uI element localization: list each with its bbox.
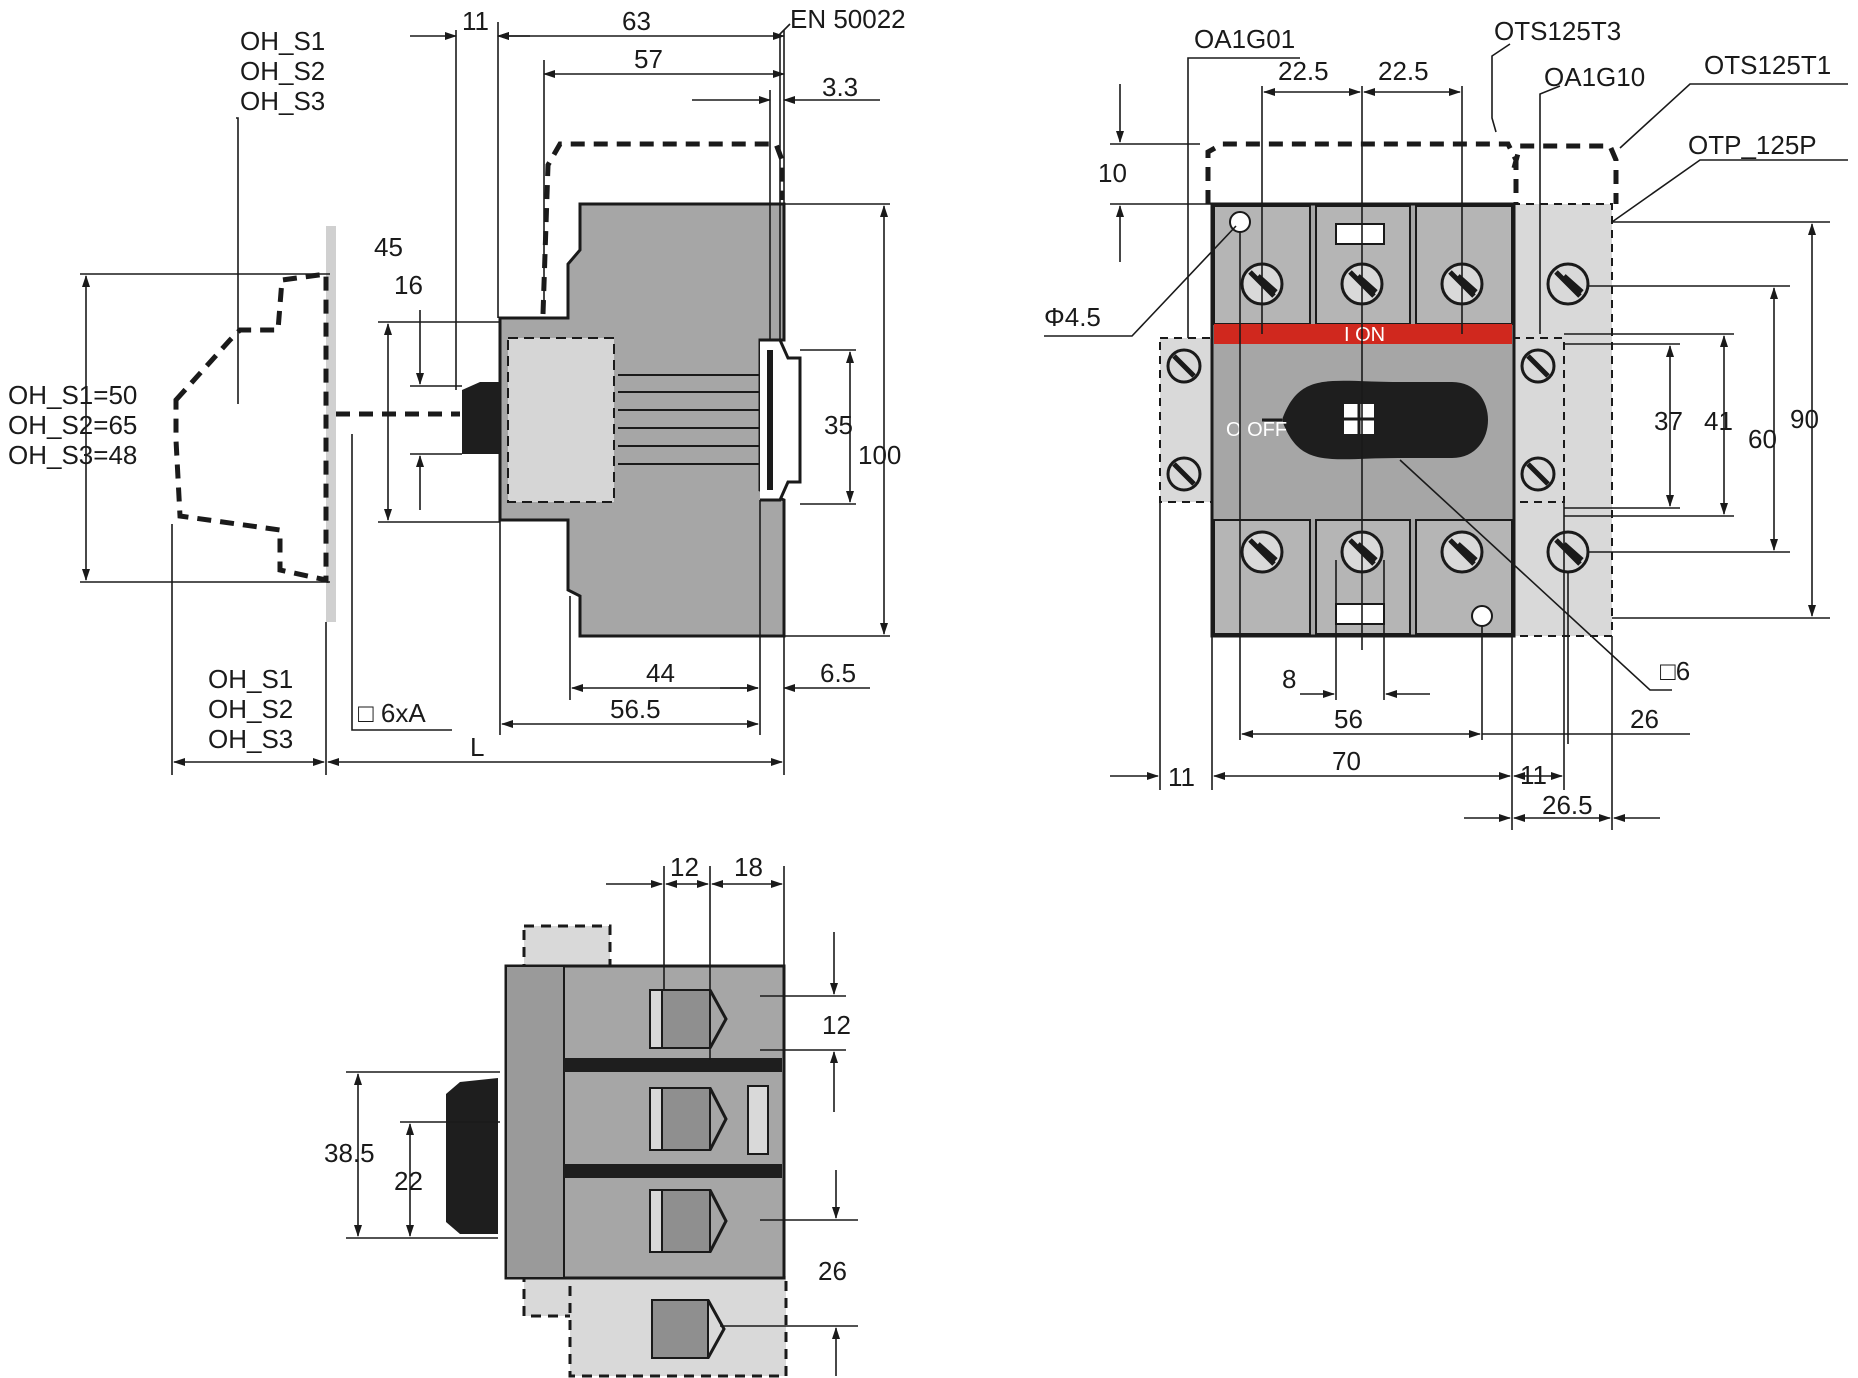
screw-icon — [1520, 456, 1556, 492]
dim-18-text: 18 — [734, 852, 763, 882]
on-label: I ON — [1344, 324, 1385, 346]
operating-mechanism-box — [507, 337, 615, 503]
hole-diameter-label: Φ4.5 — [1044, 302, 1101, 332]
dim-10-text: 10 — [1098, 158, 1127, 188]
hole-leader — [1044, 225, 1237, 337]
bottom-view: 12 18 12 38.5 22 26 — [324, 852, 858, 1378]
dim-8-text: 8 — [1282, 664, 1296, 694]
top-accessory-dashed — [522, 924, 612, 968]
handle-height-s2: OH_S2=65 — [8, 410, 137, 440]
shaft-stub — [462, 382, 500, 454]
body-front-face — [505, 965, 565, 1279]
dim-56-text: 56 — [1334, 704, 1363, 734]
side-view: OH_S1 OH_S2 OH_S3 OH_S1=50 OH_S2=65 OH_S… — [8, 4, 906, 775]
phase-barrier — [564, 1164, 782, 1178]
dim-37-text: 37 — [1654, 406, 1683, 436]
dim-22.5a-text: 22.5 — [1278, 56, 1329, 86]
shaft-size-label: □ 6xA — [358, 698, 426, 728]
lower-accessory-dashed — [522, 1274, 574, 1318]
oh-s3-top: OH_S3 — [240, 86, 325, 116]
screw-icon — [1546, 262, 1590, 306]
oa1g10-leader — [1539, 85, 1561, 334]
length-label: L — [470, 732, 484, 762]
oa1g01-leader — [1187, 57, 1300, 338]
oa1g01-label: OA1G01 — [1194, 24, 1295, 54]
screw-icon — [1166, 456, 1202, 492]
ots125t1-outline — [1511, 143, 1619, 204]
dim-22-text: 22 — [394, 1166, 423, 1196]
oh-s1-top: OH_S1 — [240, 26, 325, 56]
ots125t3-leader — [1491, 43, 1511, 133]
dim-12b-text: 12 — [822, 1010, 851, 1040]
dim-3.3-text: 3.3 — [822, 72, 858, 102]
screw-icon — [1520, 348, 1556, 384]
oh-s1-bottom: OH_S1 — [208, 664, 293, 694]
mounting-hole-icon — [1471, 605, 1493, 627]
terminal-clamps — [649, 989, 769, 1359]
operating-handle — [1282, 380, 1488, 460]
dim-12a-text: 12 — [670, 852, 699, 882]
body-ribs — [618, 374, 760, 465]
en-leader — [779, 23, 791, 340]
handle-height-s1: OH_S1=50 — [8, 380, 137, 410]
dim-11b-text: 11 — [1520, 760, 1547, 790]
dim-11a-text: 11 — [1168, 762, 1195, 792]
dim-44-text: 44 — [646, 658, 675, 688]
on-indicator-bar — [1214, 324, 1512, 344]
screw-icon — [1166, 348, 1202, 384]
dim-26-text: 26 — [818, 1256, 847, 1286]
dim-70-text: 70 — [1332, 746, 1361, 776]
dim-6.5-text: 6.5 — [820, 658, 856, 688]
screw-icon — [1240, 530, 1284, 574]
dim-38.5-text: 38.5 — [324, 1138, 375, 1168]
dim-11-text: 11 — [462, 6, 489, 36]
mounting-plate — [326, 226, 336, 622]
screw-icon — [1440, 530, 1484, 574]
dim-41-text: 41 — [1704, 406, 1733, 436]
off-label: O OFF — [1226, 419, 1287, 441]
otp125p-leader — [1611, 159, 1848, 223]
rotary-knob — [446, 1078, 498, 1234]
din-standard-label: EN 50022 — [790, 4, 906, 34]
ots125t3-label: OTS125T3 — [1494, 16, 1621, 46]
top-accessory-outline — [540, 141, 785, 315]
square-size-label: □6 — [1660, 656, 1690, 686]
oa1g10-label: OA1G10 — [1544, 62, 1645, 92]
dim-16-text: 16 — [394, 270, 423, 300]
phase-barrier — [564, 1058, 782, 1072]
dim-57-text: 57 — [634, 44, 663, 74]
din-clip — [760, 338, 802, 502]
shaft-leader — [351, 434, 452, 731]
dim-35-text: 35 — [824, 410, 853, 440]
dim-100-text: 100 — [858, 440, 901, 470]
ots125t1-leader — [1619, 83, 1848, 149]
dim-26.5-text: 26.5 — [1542, 790, 1593, 820]
mechanism-leader — [236, 117, 239, 404]
oh-s2-bottom: OH_S2 — [208, 694, 293, 724]
otp125p-label: OTP_125P — [1688, 130, 1817, 160]
dim-63-text: 63 — [622, 6, 651, 36]
square-leader — [1399, 459, 1672, 691]
handle-height-s3: OH_S3=48 — [8, 440, 137, 470]
front-view: I ON O OFF — [1044, 16, 1848, 830]
screw-icon — [1546, 530, 1590, 574]
dim-90-text: 90 — [1790, 404, 1819, 434]
dim-45-text: 45 — [374, 232, 403, 262]
dim-26-text: 26 — [1630, 704, 1659, 734]
terminal-cells — [1213, 205, 1513, 635]
ots125t1-label: OTS125T1 — [1704, 50, 1831, 80]
handle-outline — [173, 271, 329, 584]
oh-s3-bottom: OH_S3 — [208, 724, 293, 754]
oh-s2-top: OH_S2 — [240, 56, 325, 86]
dim-22.5b-text: 22.5 — [1378, 56, 1429, 86]
dim-60-text: 60 — [1748, 424, 1777, 454]
dim-56.5-text: 56.5 — [610, 694, 661, 724]
